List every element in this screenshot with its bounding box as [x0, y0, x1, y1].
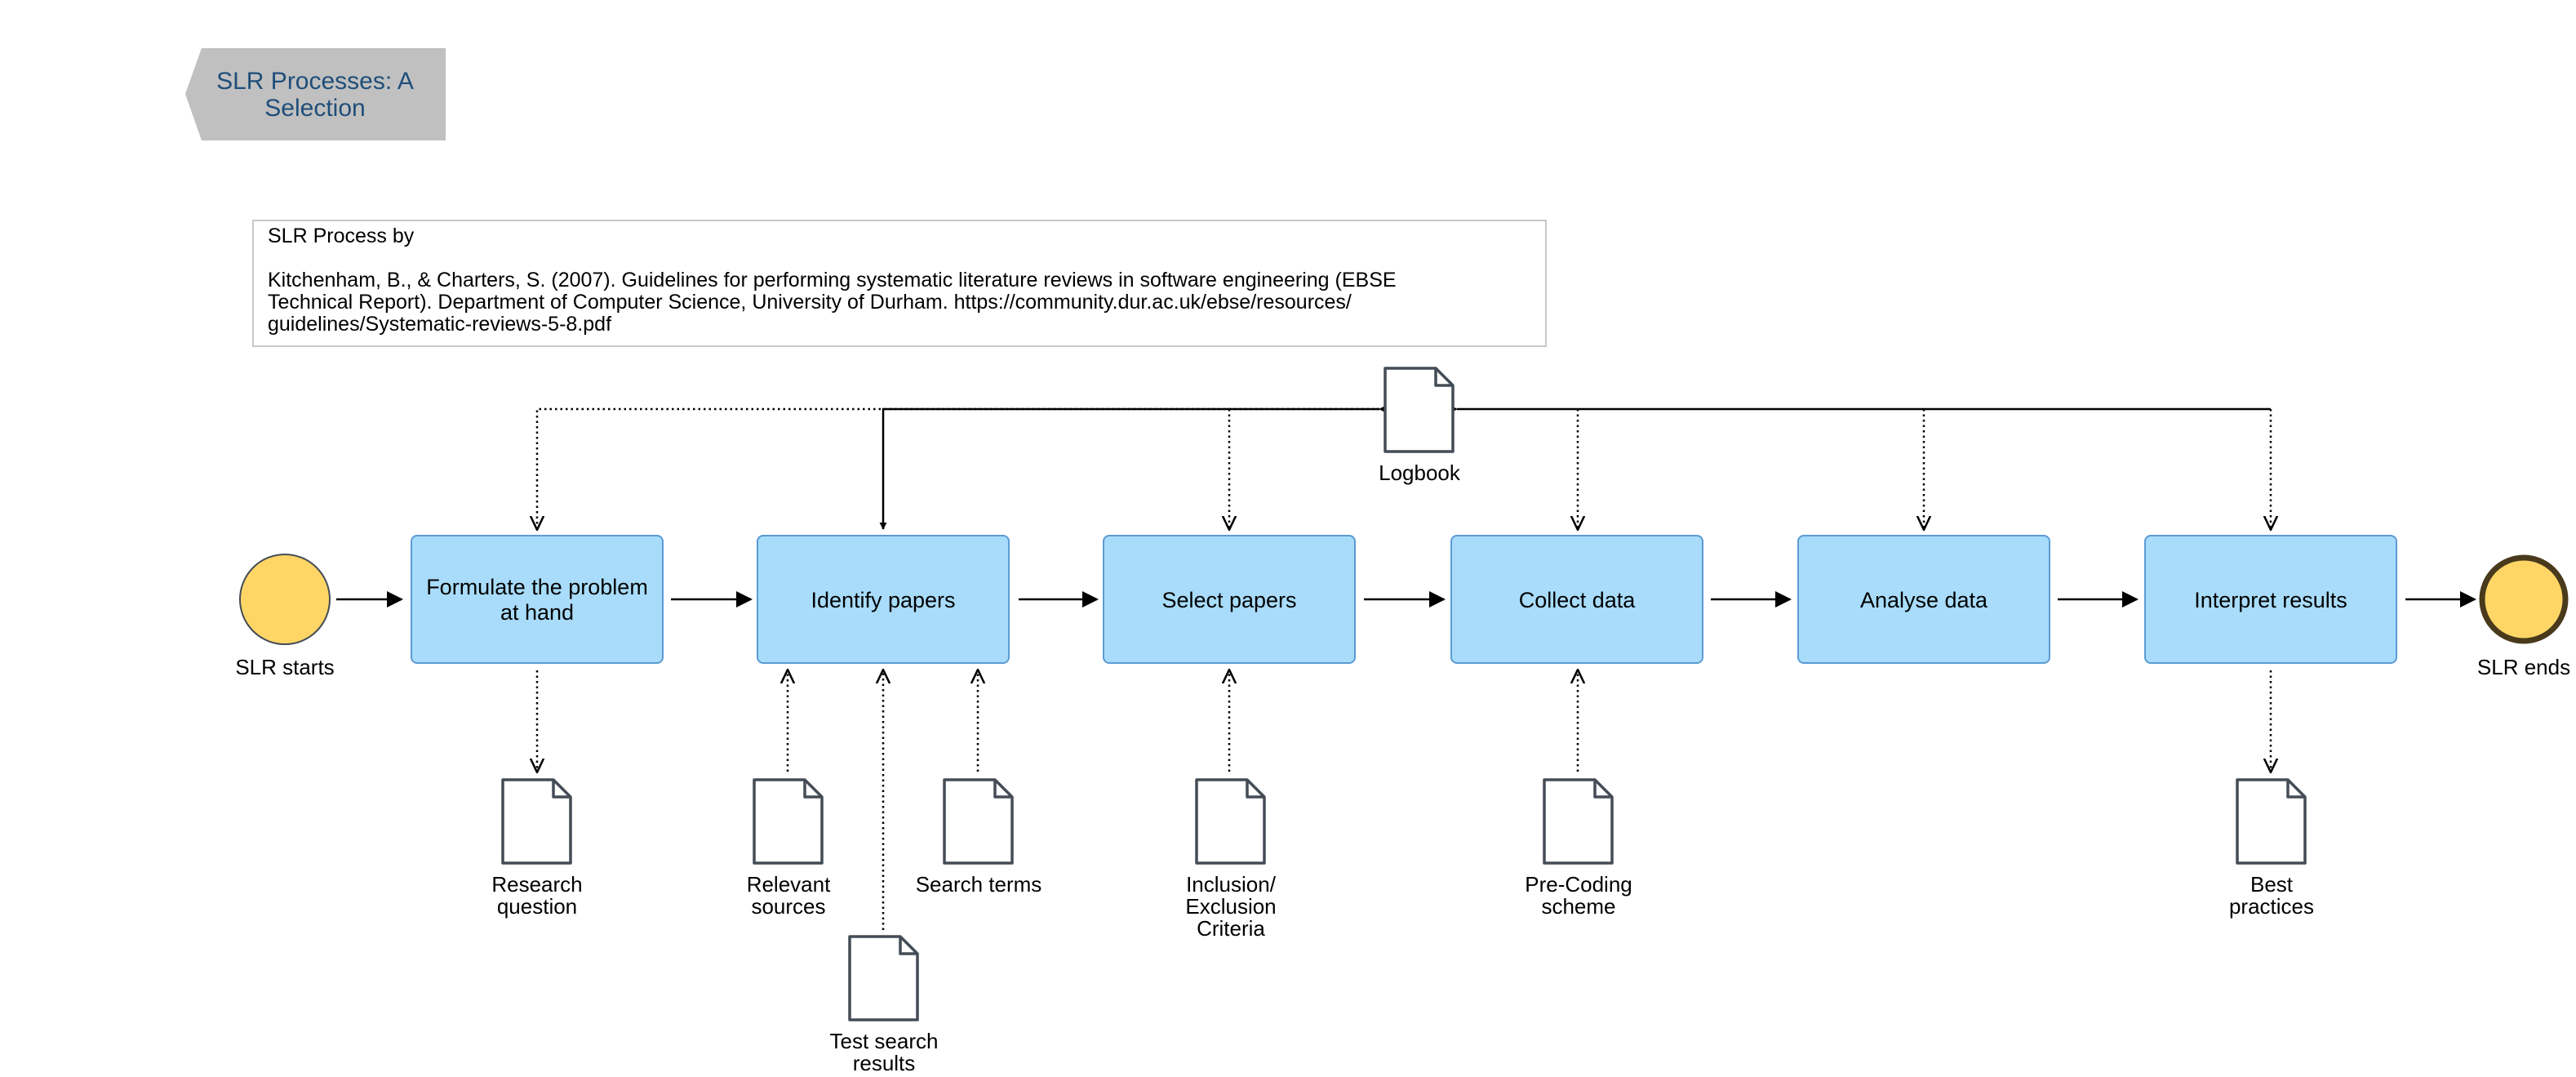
reference-note-line1: SLR Process by: [268, 225, 415, 247]
pre-coding-label-line1: Pre-Coding: [1525, 872, 1632, 897]
relevant-sources-label-line1: Relevant: [747, 872, 831, 897]
pre-coding-document-icon[interactable]: [1543, 778, 1614, 865]
logbook-identify-association: [879, 405, 1387, 530]
best-practices-label-line1: Best: [2250, 872, 2294, 897]
search-terms-label: Search terms: [916, 872, 1042, 897]
task-select-label: Select papers: [1161, 588, 1296, 612]
data-associations: [537, 670, 2271, 930]
pre-coding-label-line2: scheme: [1541, 894, 1615, 919]
document-test-search-results[interactable]: Test search results: [830, 935, 939, 1075]
reference-note-box: [252, 220, 1547, 347]
reference-note-line4: guidelines/Systematic-reviews-5-8.pdf: [268, 313, 611, 336]
inclusion-exclusion-document-icon[interactable]: [1195, 778, 1266, 865]
task-select-box[interactable]: [1103, 535, 1356, 664]
relevant-sources-document-icon[interactable]: [753, 778, 824, 865]
document-best-practices[interactable]: Best practices: [2229, 778, 2314, 919]
diagram-title-line2: Selection: [264, 95, 365, 122]
document-inclusion-exclusion[interactable]: Inclusion/ Exclusion Criteria: [1185, 778, 1277, 941]
task-formulate-label-line1: Formulate the problem: [426, 575, 648, 599]
title-tag-shape: [185, 48, 446, 140]
task-formulate-label-line2: at hand: [500, 600, 574, 625]
reference-note-line3: Technical Report). Department of Compute…: [268, 291, 1352, 314]
task-identify-label: Identify papers: [811, 588, 955, 612]
inclusion-exclusion-label-line1: Inclusion/: [1186, 872, 1277, 897]
best-practices-document-icon[interactable]: [2236, 778, 2307, 865]
inclusion-exclusion-label-line3: Criteria: [1197, 916, 1265, 941]
task-identify-box[interactable]: [757, 535, 1010, 664]
task-formulate[interactable]: Formulate the problem at hand: [411, 535, 664, 664]
task-analyse-box[interactable]: [1797, 535, 2050, 664]
end-event[interactable]: SLR ends: [2477, 554, 2570, 679]
task-collect-label: Collect data: [1519, 588, 1637, 612]
start-event-label: SLR starts: [235, 655, 334, 679]
diagram-title-tag: SLR Processes: A Selection: [185, 48, 446, 140]
start-event-circle[interactable]: [239, 554, 331, 645]
task-interpret-label: Interpret results: [2194, 588, 2347, 612]
document-search-terms[interactable]: Search terms: [916, 778, 1042, 897]
research-question-label-line1: Research: [491, 872, 582, 897]
reference-note-line2: Kitchenham, B., & Charters, S. (2007). G…: [268, 269, 1397, 292]
inclusion-exclusion-label-line2: Exclusion: [1185, 894, 1276, 919]
relevant-sources-label-line2: sources: [751, 894, 825, 919]
document-pre-coding-scheme[interactable]: Pre-Coding scheme: [1525, 778, 1632, 919]
task-formulate-box[interactable]: [411, 535, 664, 664]
task-select[interactable]: Select papers: [1103, 535, 1356, 664]
task-analyse[interactable]: Analyse data: [1797, 535, 2050, 664]
end-event-label: SLR ends: [2477, 655, 2570, 679]
logbook-to-formulate-association: [537, 407, 1379, 529]
test-search-results-label-line2: results: [853, 1051, 916, 1075]
document-research-question[interactable]: Research question: [491, 778, 583, 919]
end-event-circle[interactable]: [2479, 554, 2569, 644]
start-event[interactable]: SLR starts: [235, 554, 335, 679]
test-search-results-label-line1: Test search: [830, 1029, 939, 1053]
task-identify[interactable]: Identify papers: [757, 535, 1010, 664]
task-analyse-label: Analyse data: [1860, 588, 1988, 612]
document-logbook[interactable]: Logbook: [1379, 367, 1461, 485]
research-question-label-line2: question: [497, 894, 577, 919]
research-question-document-icon[interactable]: [501, 778, 572, 865]
logbook-document-icon[interactable]: [1383, 367, 1455, 453]
task-collect[interactable]: Collect data: [1450, 535, 1703, 664]
best-practices-label-line2: practices: [2229, 894, 2314, 919]
reference-note: SLR Process by Kitchenham, B., & Charter…: [252, 220, 1547, 347]
task-collect-box[interactable]: [1450, 535, 1703, 664]
search-terms-document-icon[interactable]: [943, 778, 1014, 865]
document-relevant-sources[interactable]: Relevant sources: [747, 778, 831, 919]
task-interpret[interactable]: Interpret results: [2144, 535, 2397, 664]
logbook-label: Logbook: [1379, 461, 1461, 485]
test-search-results-document-icon[interactable]: [848, 935, 919, 1021]
task-interpret-box[interactable]: [2144, 535, 2397, 664]
diagram-title-line1: SLR Processes: A: [216, 68, 414, 95]
logbook-associations: [537, 405, 2271, 530]
